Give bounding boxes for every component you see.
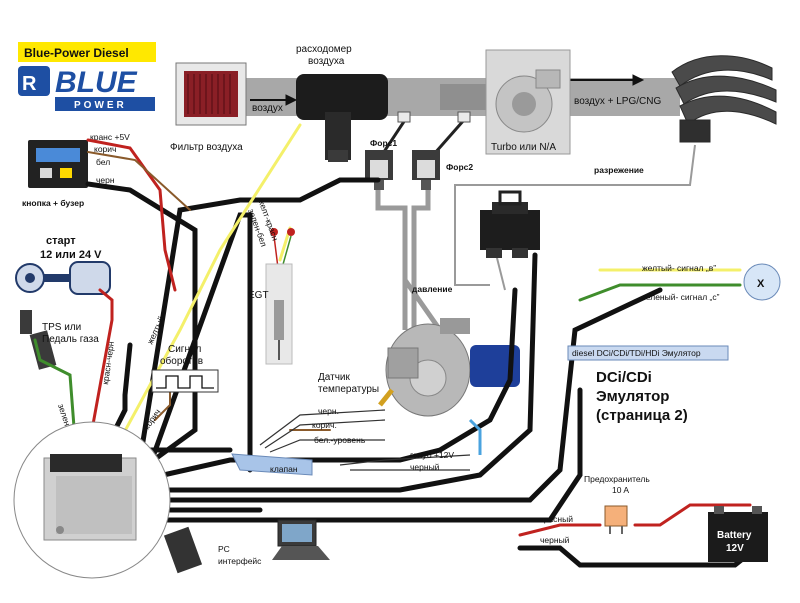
emulator-title-3: (страница 2): [596, 407, 688, 424]
white-level-label: бел.-уровень: [314, 435, 366, 445]
temp-sensor-label-1: Датчик: [318, 372, 350, 383]
pc-cable-icon: [163, 526, 203, 574]
laptop-icon: [272, 519, 330, 560]
brand-logo: R BLUE POWER: [18, 66, 155, 111]
red-black-label: красн-черн: [100, 340, 116, 385]
reducer-icon: [385, 318, 520, 417]
egt-label: EGT: [248, 290, 269, 301]
blue12-label: голуб +12V: [410, 450, 454, 460]
pressure-label: давление: [412, 284, 453, 294]
brown-s-label: корич.: [312, 420, 337, 430]
blue-wire: [468, 418, 482, 455]
battery-icon: [708, 506, 768, 562]
fuse-icon: [604, 505, 628, 534]
red-label: красный: [540, 514, 573, 524]
airflow-arrows: [250, 74, 645, 106]
temp-sensor-label-2: температуры: [318, 384, 379, 395]
brown-label: корич: [94, 144, 116, 154]
air-filter-label: Фильтр воздуха: [170, 142, 243, 153]
flow-meter-label-line1: расходомер: [296, 44, 352, 55]
air-flow-meter-icon: [296, 74, 388, 162]
fuse-label-1: Предохранитель: [584, 474, 650, 484]
injector-1-label: Форс1: [370, 138, 397, 148]
vacuum-label: разрежение: [594, 165, 644, 175]
rpm-signal-label-2: оборотов: [160, 355, 203, 367]
egt-sensor-icon: [265, 228, 295, 365]
tps-label-1: TPS или: [42, 322, 81, 333]
emulator-title-1: DCi/CDi: [596, 369, 652, 386]
white-label: бел: [96, 157, 110, 167]
x-connector-label: X: [757, 278, 765, 290]
rpm-signal-waveform-icon: [151, 369, 219, 393]
injector-2-label: Форс2: [446, 162, 473, 172]
air-in-label: воздух: [252, 103, 283, 114]
emulator-tag-box: [567, 345, 729, 361]
pc-label-1: PC: [218, 544, 230, 554]
x-connector: [743, 263, 781, 301]
rpm-signal-label-1: Сигнал: [168, 344, 202, 355]
start-label: старт: [46, 235, 76, 247]
gas-hoses: [375, 190, 443, 332]
button-buzzer-label: кнопка + бузер: [22, 198, 84, 208]
battery-label-1: Battery: [717, 530, 752, 541]
start-coil-icon: [15, 261, 111, 295]
black-b-label: черный: [540, 535, 570, 545]
button-buzzer-icon: [28, 140, 88, 188]
injector-1-icon: [365, 111, 411, 190]
battery-label-2: 12V: [726, 543, 744, 554]
signal-b-label: желтый- сигнал „в”: [642, 263, 716, 273]
turbo-label: Turbo или N/A: [491, 142, 556, 153]
flow-meter-label-line2: воздуха: [308, 56, 345, 67]
brand-title: Blue-Power Diesel: [24, 46, 129, 60]
red-wires: [86, 138, 752, 537]
thin-sensor-wires: [259, 409, 471, 471]
air-filter-icon: [175, 62, 247, 126]
voltage-label: 12 или 24 V: [40, 249, 102, 261]
valve-label: клапан: [270, 464, 298, 474]
svg-text:BLUE: BLUE: [55, 66, 138, 99]
black-w-label: черный: [410, 462, 440, 472]
svg-text:POWER: POWER: [74, 100, 127, 111]
svg-text:R: R: [22, 73, 37, 95]
fuse-label-2: 10 A: [612, 485, 629, 495]
turbo-icon: [485, 49, 571, 155]
air-lpg-label: воздух + LPG/CNG: [574, 96, 661, 107]
black-label: черн: [96, 175, 115, 185]
intake-manifold-icon: [671, 55, 777, 143]
map-sensor-icon: [480, 190, 540, 258]
injector-2-icon: [412, 111, 471, 190]
pc-label-2: интерфейс: [218, 556, 262, 566]
switch-5v-label: кранс +5V: [90, 132, 130, 142]
emulator-title-2: Эмулятор: [596, 388, 669, 405]
ecu-unit: [13, 421, 171, 579]
emulator-tag: diesel DCi/CDi/TDi/HDi Эмулятор: [572, 348, 701, 358]
green-wires: [33, 283, 742, 442]
valve-block: [231, 453, 313, 476]
signal-c-label: зеленый- сигнал „с”: [642, 292, 720, 302]
brand-title-box: [18, 42, 156, 62]
black-s-label: черн.: [318, 406, 339, 416]
tps-label-2: Педаль газа: [42, 334, 99, 345]
temperature-sensor-icon: [378, 388, 394, 407]
